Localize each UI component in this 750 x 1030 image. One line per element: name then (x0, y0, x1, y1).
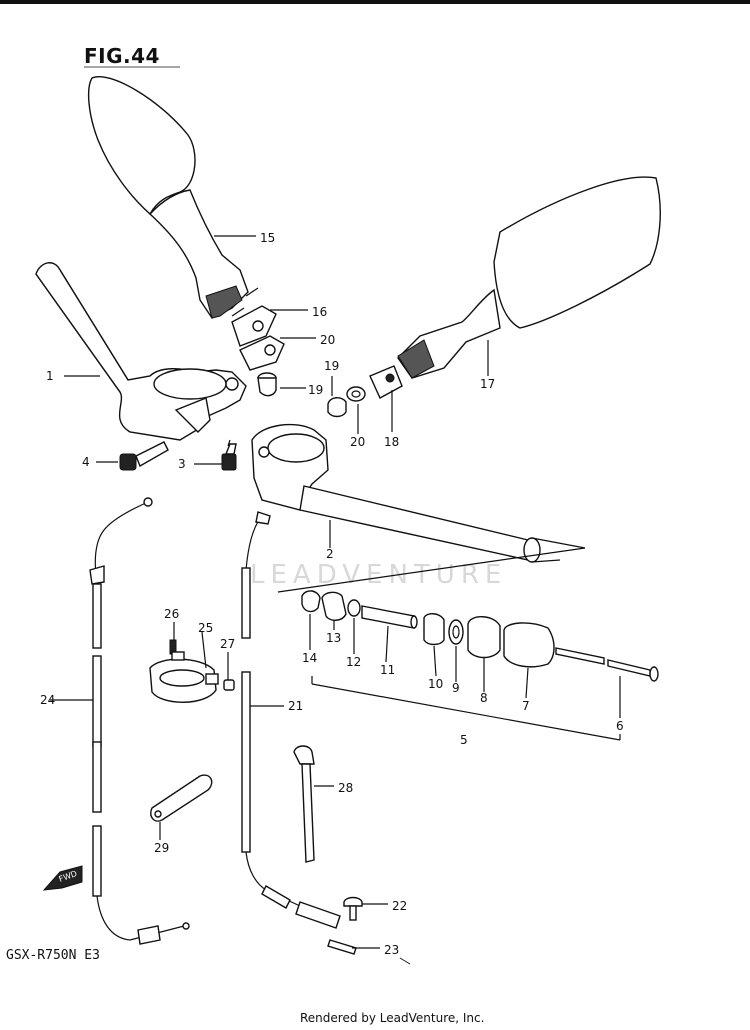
bolt-3 (221, 439, 237, 471)
callout-13: 13 (326, 631, 341, 645)
cable-clamp-25 (149, 658, 219, 703)
callout-labels: 1 2 3 4 5 6 7 8 9 10 11 12 13 14 15 16 1… (40, 231, 624, 957)
bar-end-10 (423, 613, 445, 646)
mirror-mount-plate (231, 305, 285, 371)
nut-27 (223, 679, 235, 691)
bar-end-12 (347, 599, 361, 617)
right-handlebar (251, 423, 541, 563)
cable-tie-28 (293, 745, 315, 863)
callout-10: 10 (428, 677, 443, 691)
callout-7: 7 (522, 699, 530, 713)
callout-16: 16 (312, 305, 327, 319)
callout-9: 9 (452, 681, 460, 695)
scan-mark (399, 957, 411, 965)
callout-5: 5 (460, 733, 468, 747)
bar-end-14 (301, 590, 321, 613)
callout-11: 11 (380, 663, 395, 677)
left-handlebar (35, 262, 247, 441)
bar-end-13 (321, 591, 347, 621)
bar-end-screw-6 (555, 647, 659, 682)
callout-8: 8 (480, 691, 488, 705)
callout-27: 27 (220, 637, 235, 651)
bar-end-7 (503, 622, 555, 668)
callout-19-left: 19 (308, 383, 323, 397)
callout-18: 18 (384, 435, 399, 449)
projection-lines (277, 537, 586, 593)
left-mirror (87, 76, 259, 319)
clip-29 (150, 774, 213, 822)
callout-22: 22 (392, 899, 407, 913)
callout-2: 2 (326, 547, 334, 561)
bar-end-bracket (311, 676, 621, 741)
footer-credit: Rendered by LeadVenture, Inc. (300, 1011, 485, 1025)
bar-end-11 (361, 605, 418, 629)
callout-3: 3 (178, 457, 186, 471)
callout-14: 14 (302, 651, 317, 665)
callout-12: 12 (346, 655, 361, 669)
callout-23: 23 (384, 943, 399, 957)
callout-21: 21 (288, 699, 303, 713)
callout-24: 24 (40, 693, 55, 707)
callout-17: 17 (480, 377, 495, 391)
callout-29: 29 (154, 841, 169, 855)
callout-20-left: 20 (320, 333, 335, 347)
throttle-cable-21 (241, 511, 341, 929)
right-mirror-mount (327, 365, 403, 418)
callout-6: 6 (616, 719, 624, 733)
callout-19-right: 19 (324, 359, 339, 373)
callout-28: 28 (338, 781, 353, 795)
model-code: GSX-R750N E3 (6, 948, 100, 963)
bolt-4 (119, 441, 169, 471)
callout-4: 4 (82, 455, 90, 469)
callout-26: 26 (164, 607, 179, 621)
pin-23 (327, 939, 357, 955)
bar-end-9 (448, 619, 464, 645)
callout-25: 25 (198, 621, 213, 635)
callout-15: 15 (260, 231, 275, 245)
bar-end-8 (467, 616, 501, 659)
screw-22 (343, 896, 363, 921)
figure-title: FIG.44 (84, 44, 160, 68)
screw-26 (169, 639, 185, 661)
throttle-cable-24 (89, 497, 190, 945)
forward-arrow: FWD (42, 865, 83, 891)
right-mirror (397, 176, 661, 379)
leader-lines (50, 235, 621, 949)
top-border (0, 0, 750, 4)
callout-20-right: 20 (350, 435, 365, 449)
watermark: LEADVENTURE (250, 560, 508, 590)
mirror-cap-left (257, 372, 277, 397)
callout-1: 1 (46, 369, 54, 383)
